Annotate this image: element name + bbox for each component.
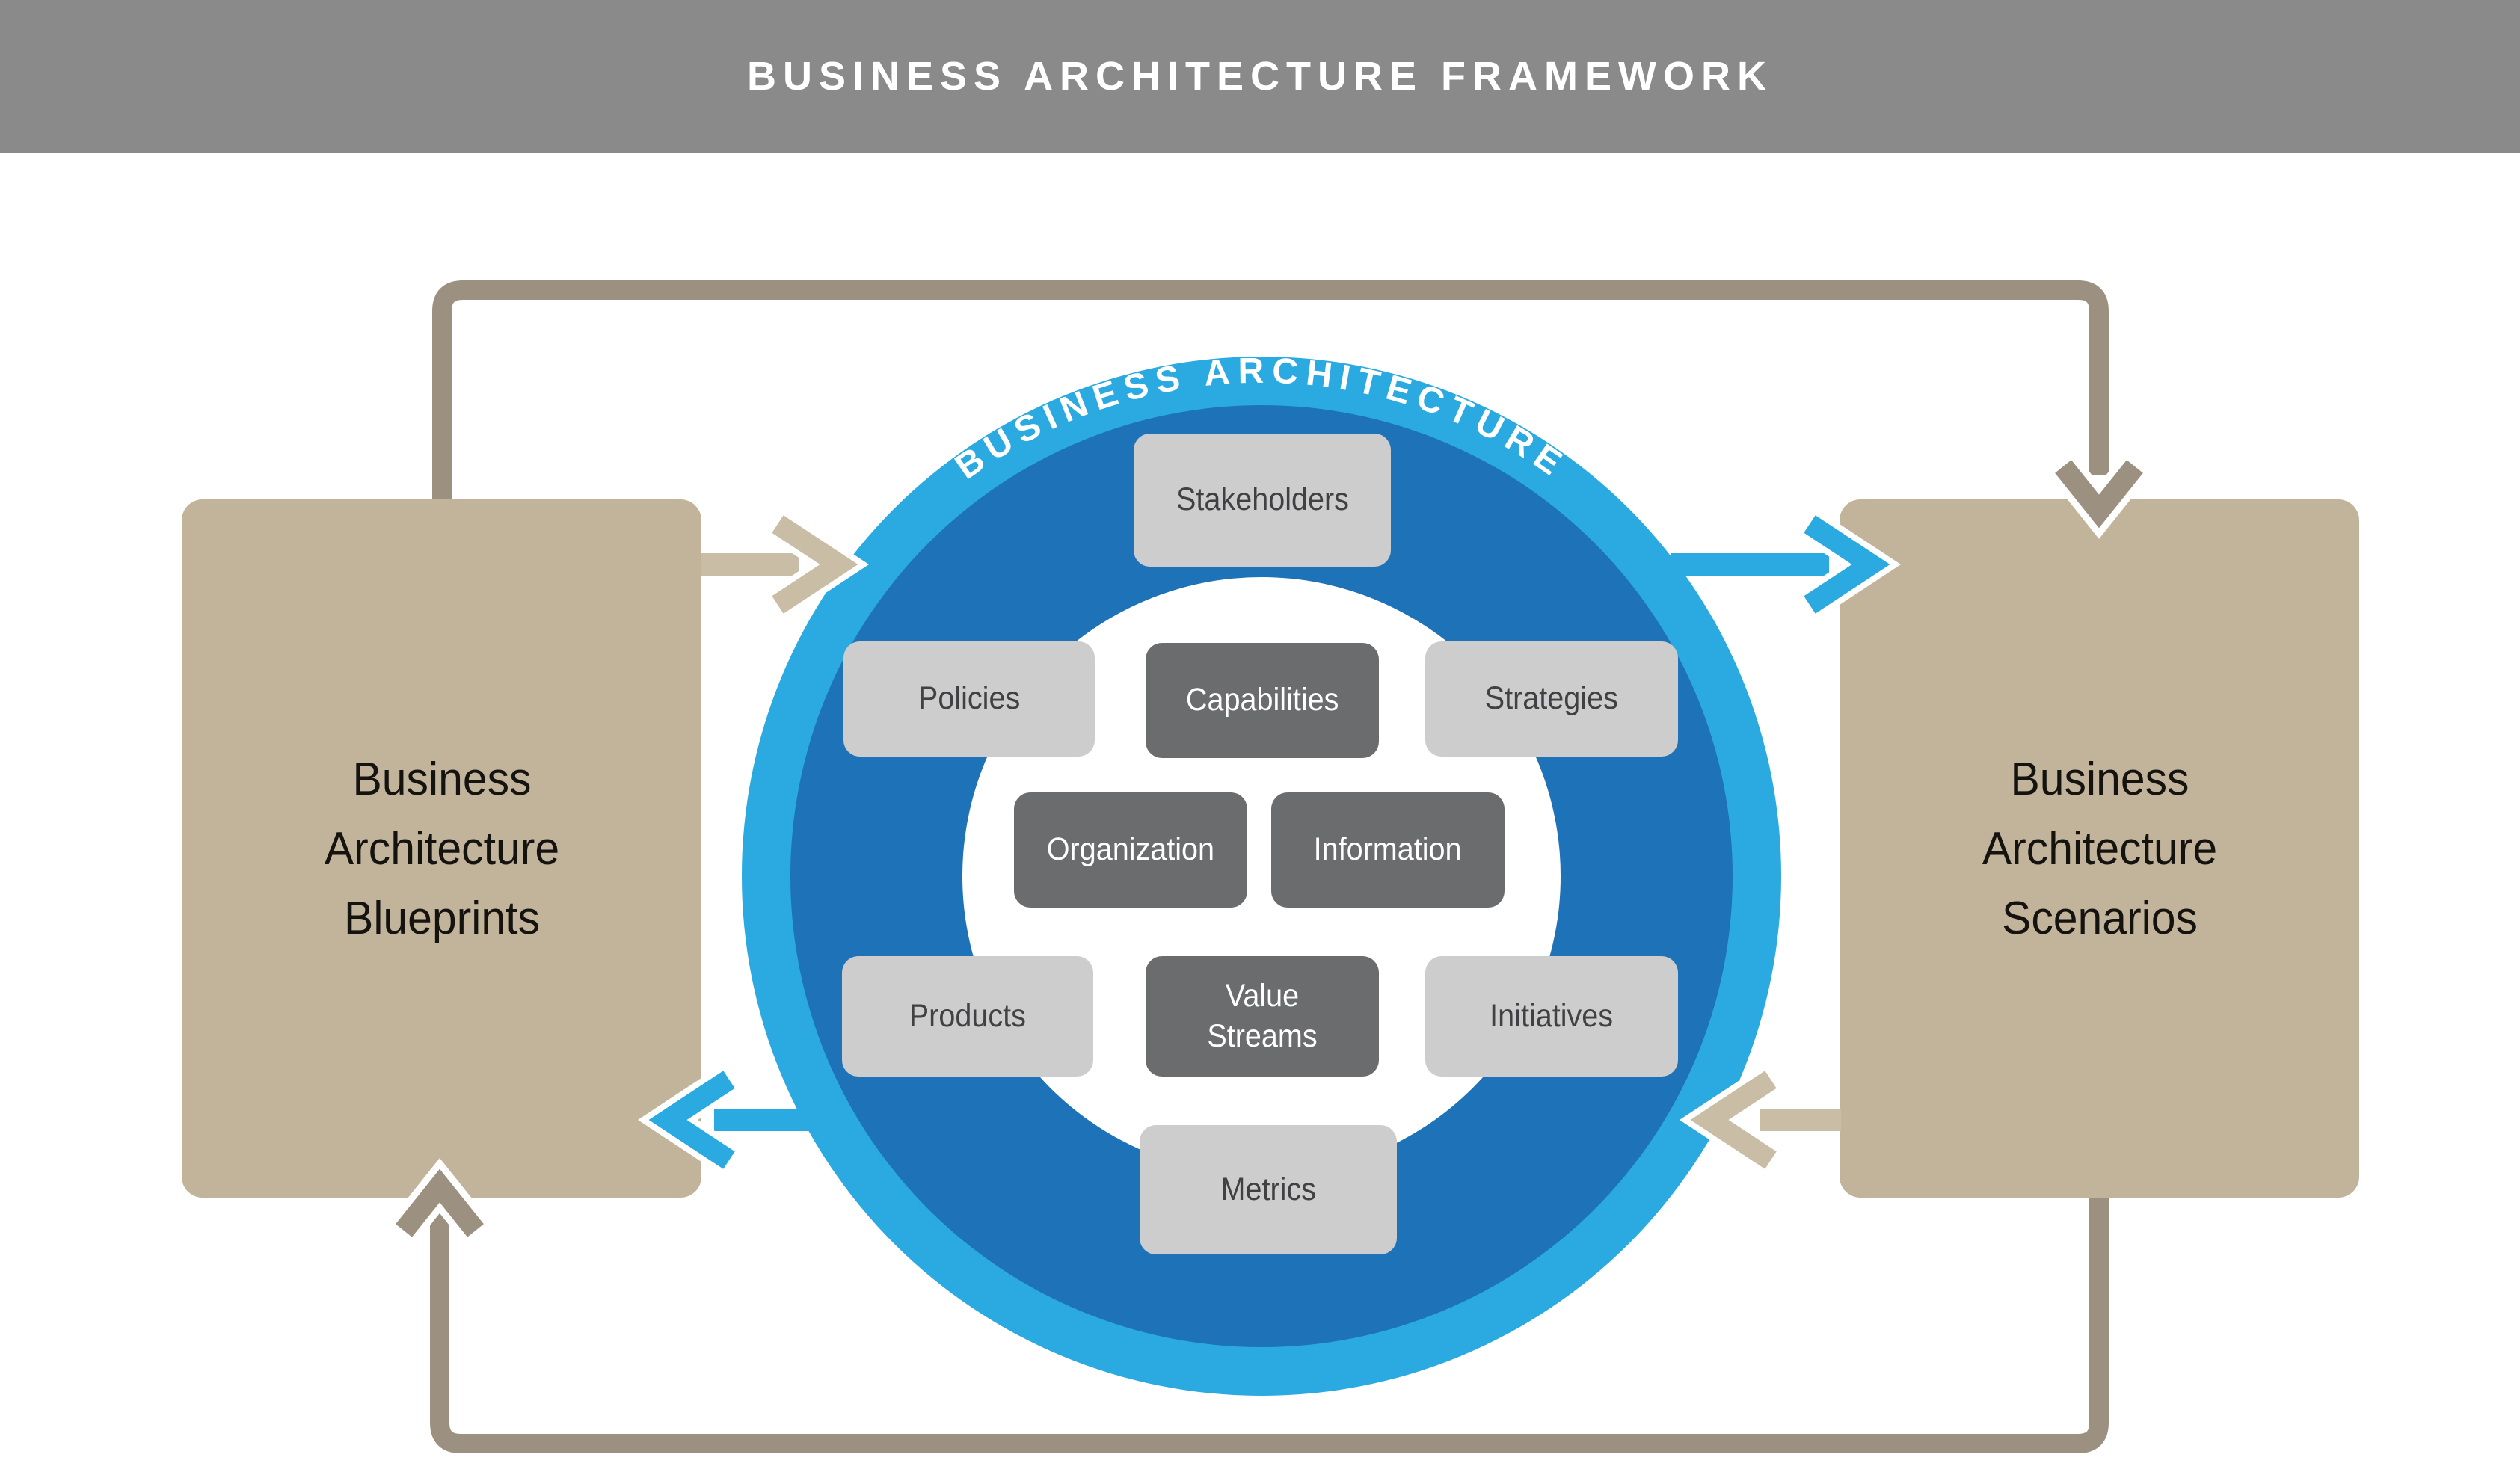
side-boxes <box>182 499 2359 1198</box>
core-box-initiatives: Initiatives <box>1425 956 1678 1077</box>
initiatives-label: Initiatives <box>1490 997 1614 1034</box>
policies-label: Policies <box>918 680 1021 717</box>
page-title: BUSINESS ARCHITECTURE FRAMEWORK <box>747 54 1773 99</box>
core-box-stakeholders: Stakeholders <box>1134 434 1391 567</box>
core-box-policies: Policies <box>843 641 1095 757</box>
value-streams-label: Value Streams <box>1207 977 1318 1054</box>
left-arrow-icon <box>648 1071 735 1169</box>
sidebox-scenarios: Business Architecture Scenarios <box>1840 499 2359 1198</box>
core-box-value-streams: Value Streams <box>1146 956 1379 1077</box>
stakeholders-label: Stakeholders <box>1176 481 1349 518</box>
right-arrow-tan-icon <box>772 515 858 614</box>
loop-arrowheads <box>390 455 2148 1242</box>
top-loop-line <box>432 280 2109 505</box>
right-arrow-icon <box>1804 515 1890 614</box>
blueprints-box-shape <box>182 499 701 1198</box>
core-box-metrics: Metrics <box>1140 1125 1397 1254</box>
core-box-organization: Organization <box>1014 792 1247 908</box>
down-arrowhead-icon <box>2055 460 2143 529</box>
metrics-label: Metrics <box>1220 1171 1316 1207</box>
inner-white-circle <box>962 577 1561 1175</box>
tan-arrows <box>701 510 1841 1174</box>
core-box-strategies: Strategies <box>1425 641 1678 757</box>
bottom-loop-line <box>430 1195 2109 1453</box>
feedback-loop-lines <box>430 280 2109 1453</box>
business-architecture-circle <box>742 357 1781 1396</box>
core-box-products: Products <box>842 956 1093 1077</box>
scenarios-label: Business Architecture Scenarios <box>1982 753 2217 944</box>
blueprints-label: Business Architecture Blueprints <box>324 753 559 944</box>
blue-arrows <box>637 510 1902 1174</box>
organization-label: Organization <box>1046 831 1215 868</box>
header-banner: BUSINESS ARCHITECTURE FRAMEWORK <box>0 0 2520 153</box>
strategies-label: Strategies <box>1484 680 1619 717</box>
core-box-capabilities: Capabilities <box>1146 643 1379 758</box>
up-arrowhead-icon <box>396 1168 484 1237</box>
information-label: Information <box>1314 831 1462 868</box>
capabilities-label: Capabilities <box>1185 682 1339 718</box>
scenarios-box-shape <box>1840 499 2359 1198</box>
sidebox-blueprints: Business Architecture Blueprints <box>182 499 701 1198</box>
products-label: Products <box>909 997 1027 1034</box>
core-box-information: Information <box>1271 792 1505 908</box>
left-arrow-tan-icon <box>1690 1071 1777 1169</box>
